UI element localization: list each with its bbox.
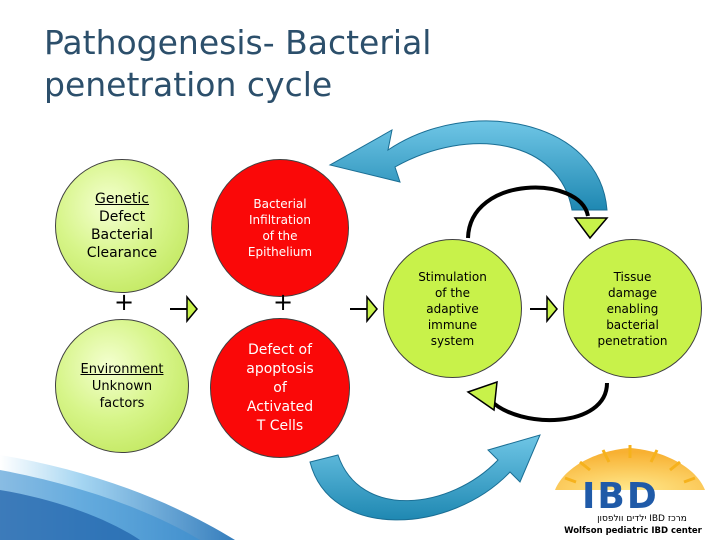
plus-mid: +: [273, 288, 294, 316]
ibd-logo-text: IBD: [582, 476, 659, 517]
plus-left: +: [114, 288, 135, 316]
ibd-logo: [555, 445, 705, 490]
infiltration-line-1: Bacterial: [253, 197, 307, 211]
top-loop-arrowhead: [573, 217, 609, 240]
bottom-loop-arrow: [488, 382, 609, 423]
environment-line-2: factors: [99, 395, 145, 411]
environment-node: Environment Unknown factors: [55, 319, 189, 453]
genetic-line-1: Defect: [98, 209, 146, 225]
stimulation-line-2: of the: [434, 285, 471, 300]
stimulation-line-5: system: [430, 333, 475, 348]
tissue-line-3: enabling: [606, 301, 659, 316]
genetic-heading: Genetic: [94, 191, 150, 207]
tissue-line-2: damage: [607, 285, 657, 300]
apoptosis-line-4: Activated: [246, 398, 314, 415]
title-line-1: Pathogenesis- Bacterial: [44, 23, 432, 62]
logo-caption: Wolfson pediatric IBD center: [564, 526, 702, 536]
infiltration-line-2: Infiltration: [248, 213, 311, 227]
slide-title: Pathogenesis- Bacterial penetration cycl…: [44, 22, 431, 106]
decorative-wave: [0, 455, 235, 540]
bottom-curved-arrow: [309, 434, 541, 521]
stimulation-line-4: immune: [427, 317, 478, 332]
tissue-line-4: bacterial: [606, 317, 659, 332]
stimulation-line-3: adaptive: [426, 301, 479, 316]
tissue-line-5: penetration: [597, 333, 668, 348]
tissue-damage-node: Tissue damage enabling bacterial penetra…: [563, 239, 702, 378]
apoptosis-line-1: Defect of: [247, 341, 313, 358]
genetic-line-2: Bacterial: [90, 227, 154, 243]
infiltration-line-3: of the: [262, 229, 298, 243]
logo-hebrew-caption: מרכז IBD ילדים וולפסון: [597, 514, 687, 524]
arrow-to-stimulation: [350, 294, 378, 324]
genetic-node: Genetic Defect Bacterial Clearance: [55, 159, 189, 293]
defect-apoptosis-node: Defect of apoptosis of Activated T Cells: [210, 318, 350, 458]
stimulation-node: Stimulation of the adaptive immune syste…: [383, 239, 522, 378]
genetic-line-3: Clearance: [86, 245, 158, 261]
arrow-genetic-to-infiltration: [170, 294, 198, 324]
arrow-to-tissue-damage: [530, 294, 558, 324]
apoptosis-line-2: apoptosis: [246, 360, 314, 377]
infiltration-line-4: Epithelium: [247, 245, 313, 259]
title-line-2: penetration cycle: [44, 65, 333, 104]
bacterial-infiltration-node: Bacterial Infiltration of the Epithelium: [211, 159, 349, 297]
apoptosis-line-3: of: [273, 379, 287, 396]
apoptosis-line-5: T Cells: [256, 417, 304, 434]
bottom-loop-arrowhead: [466, 380, 498, 412]
environment-line-1: Unknown: [91, 378, 153, 394]
tissue-line-1: Tissue: [613, 269, 652, 284]
top-curved-arrow: [328, 120, 608, 211]
top-loop-arrow: [466, 185, 590, 239]
stimulation-line-1: Stimulation: [418, 269, 487, 284]
environment-heading: Environment: [80, 361, 164, 377]
